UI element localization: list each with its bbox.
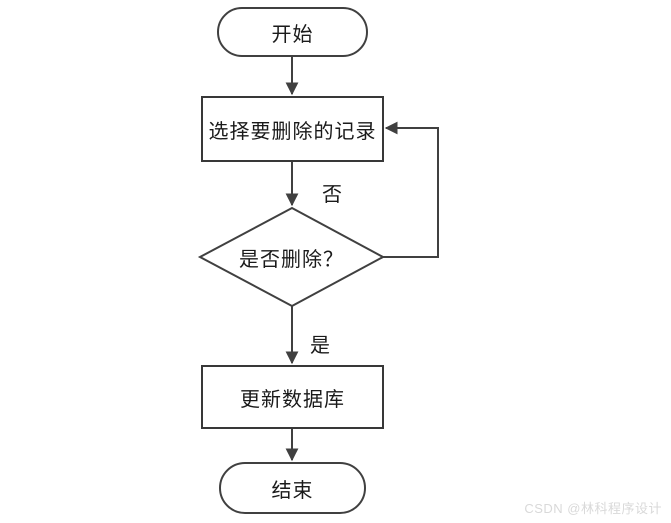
update-process-shape [201, 365, 384, 429]
edge-decision-no-loop [383, 121, 439, 258]
start-terminator-shape [217, 7, 368, 57]
csdn-watermark: CSDN @林科程序设计 [524, 501, 662, 516]
select-process-shape [201, 96, 384, 162]
decision-diamond-shape [197, 206, 386, 308]
end-terminator-shape [219, 462, 366, 514]
